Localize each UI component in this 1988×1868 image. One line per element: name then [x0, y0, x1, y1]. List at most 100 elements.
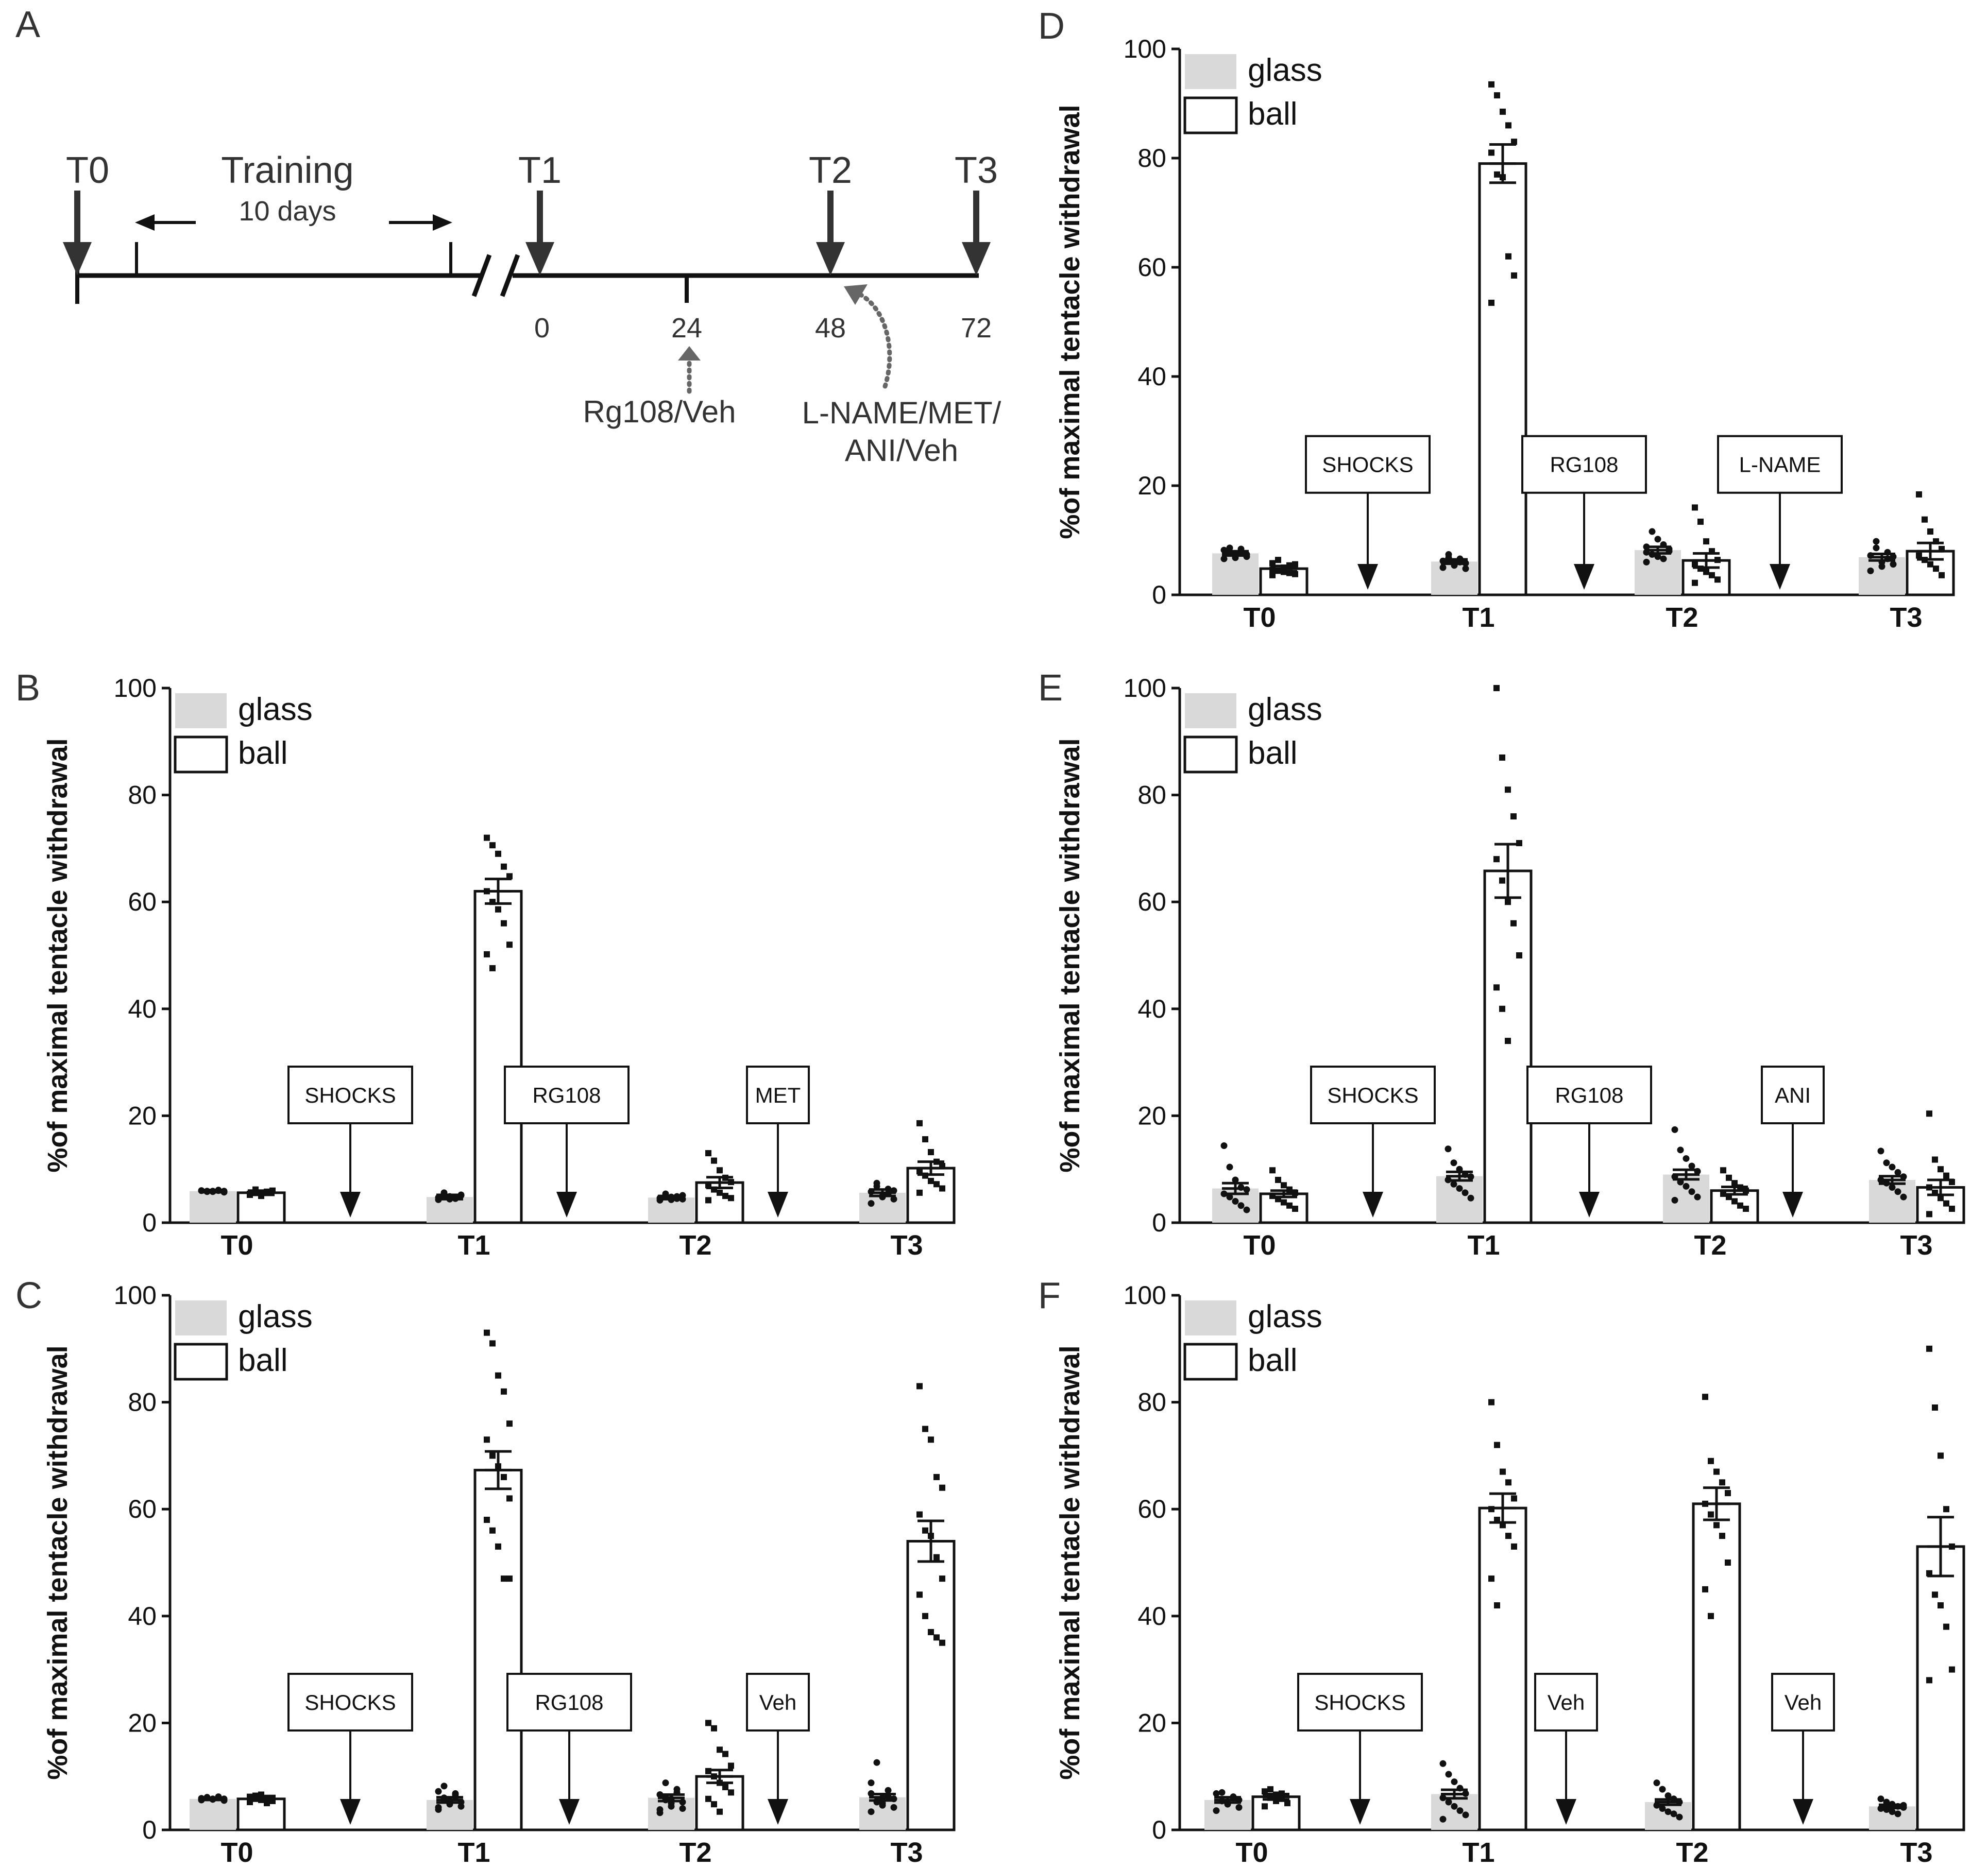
data-point-ball-T1: [1488, 81, 1494, 88]
data-point-glass-T2: [1643, 558, 1650, 565]
data-point-ball-T2: [1708, 1613, 1714, 1619]
data-point-ball-T0: [1262, 1803, 1268, 1810]
data-point-glass-T1: [440, 1783, 448, 1790]
data-point-glass-T1: [1439, 1815, 1447, 1823]
data-point-ball-T2: [1714, 576, 1721, 583]
bar-ball-T0: [236, 1797, 286, 1831]
timeline-marker-t3: T3: [955, 150, 998, 191]
data-point-ball-T3: [928, 1629, 934, 1635]
data-point-glass-T2: [1659, 1786, 1666, 1793]
y-tick-label: 100: [114, 674, 157, 702]
data-point-ball-T3: [1943, 1623, 1949, 1630]
annotation-label-shocks: SHOCKS: [1314, 1690, 1405, 1715]
data-point-glass-T2: [1694, 1193, 1701, 1201]
data-point-glass-T1: [1439, 1760, 1447, 1767]
data-point-glass-T2: [1649, 528, 1656, 535]
data-point-glass-T1: [1445, 1145, 1452, 1153]
data-point-ball-T3: [1943, 1200, 1949, 1207]
data-point-ball-T0: [1286, 562, 1293, 569]
data-point-glass-T1: [446, 1195, 453, 1203]
bar-ball-T3: [906, 1167, 956, 1224]
annotation-label-met: MET: [755, 1083, 801, 1107]
data-point-glass-T2: [1659, 1805, 1666, 1812]
data-point-ball-T2: [717, 1779, 723, 1786]
data-point-ball-T1: [1505, 1533, 1511, 1539]
data-point-glass-T3: [873, 1183, 880, 1190]
data-point-glass-T3: [1889, 1808, 1896, 1815]
drug-1-label: Rg108/Veh: [583, 395, 736, 429]
data-point-ball-T3: [922, 1172, 928, 1179]
data-point-glass-T3: [868, 1200, 875, 1207]
data-point-ball-T2: [705, 1197, 711, 1204]
data-point-ball-T3: [1926, 1345, 1932, 1352]
data-point-ball-T0: [1275, 1196, 1281, 1203]
axis-break-mark-1: [471, 254, 492, 297]
category-label-T3: T3: [890, 1837, 923, 1868]
t2-arrowhead: [816, 242, 845, 276]
data-point-glass-T2: [1683, 1155, 1690, 1162]
data-point-ball-T2: [722, 1751, 728, 1757]
data-point-ball-T3: [928, 1436, 934, 1443]
y-tick-label: 80: [1137, 1388, 1166, 1417]
data-point-glass-T1: [1462, 1171, 1469, 1178]
data-point-ball-T3: [1926, 1570, 1932, 1576]
data-point-glass-T3: [873, 1759, 880, 1766]
annotation-label-shocks: SHOCKS: [1327, 1083, 1418, 1107]
data-point-glass-T3: [1883, 1179, 1890, 1187]
data-point-glass-T3: [1884, 549, 1891, 556]
data-point-glass-T0: [1218, 1797, 1226, 1805]
data-point-glass-T2: [668, 1803, 675, 1810]
data-point-glass-T2: [1694, 1168, 1701, 1175]
data-point-ball-T3: [939, 1484, 945, 1491]
data-point-ball-T1: [506, 1420, 513, 1427]
data-point-ball-T1: [489, 842, 496, 849]
data-point-ball-T2: [1737, 1202, 1743, 1209]
data-point-ball-T2: [1719, 1479, 1725, 1486]
data-point-ball-T0: [252, 1189, 259, 1195]
y-axis-label: %of maximal tentacle withdrawal: [42, 1345, 73, 1779]
data-point-ball-T1: [501, 920, 507, 927]
y-tick-label: 40: [1137, 1602, 1166, 1631]
data-point-ball-T2: [1725, 1559, 1731, 1566]
data-point-glass-T0: [220, 1188, 228, 1195]
annotation-label-shocks: SHOCKS: [304, 1690, 396, 1715]
y-tick-label: 60: [1137, 253, 1166, 282]
y-tick-label: 60: [1137, 1495, 1166, 1523]
data-point-ball-T3: [922, 1613, 928, 1619]
data-point-ball-T2: [1709, 548, 1715, 555]
data-point-ball-T2: [1709, 572, 1715, 578]
data-point-glass-T1: [1439, 564, 1447, 571]
data-point-ball-T3: [1932, 1591, 1938, 1598]
category-label-T1: T1: [1467, 1230, 1500, 1261]
data-point-ball-T2: [1702, 1500, 1708, 1507]
data-point-ball-T1: [1505, 253, 1511, 260]
data-point-glass-T2: [1671, 1126, 1678, 1133]
data-point-ball-T1: [1494, 92, 1500, 99]
data-point-glass-T0: [1226, 1163, 1233, 1171]
y-tick-label: 40: [128, 995, 157, 1023]
data-point-glass-T0: [1237, 1184, 1245, 1191]
data-point-glass-T1: [1462, 1790, 1469, 1797]
data-point-ball-T0: [247, 1796, 253, 1803]
annotation-box-l-name: [1717, 435, 1843, 494]
data-point-glass-T1: [435, 1194, 442, 1201]
training-duration-label: 10 days: [239, 196, 336, 227]
data-point-glass-T2: [1670, 1795, 1677, 1803]
data-point-ball-T0: [1269, 572, 1276, 578]
data-point-glass-T1: [1456, 558, 1464, 565]
data-point-ball-T1: [1505, 122, 1511, 129]
data-point-glass-T1: [1451, 1778, 1458, 1786]
data-point-ball-T2: [1725, 1490, 1731, 1497]
data-point-glass-T3: [1889, 1163, 1896, 1171]
data-point-ball-T1: [1499, 877, 1505, 884]
data-point-ball-T2: [1743, 1206, 1749, 1212]
data-point-glass-T1: [1462, 1811, 1469, 1819]
data-point-glass-T3: [1883, 1798, 1890, 1806]
data-point-ball-T2: [1731, 1180, 1738, 1187]
data-point-ball-T3: [916, 1168, 923, 1175]
y-tick-label: 0: [1152, 1815, 1166, 1844]
data-point-ball-T3: [933, 1634, 940, 1641]
data-point-glass-T2: [656, 1194, 664, 1202]
hour-label-24: 24: [671, 313, 702, 344]
